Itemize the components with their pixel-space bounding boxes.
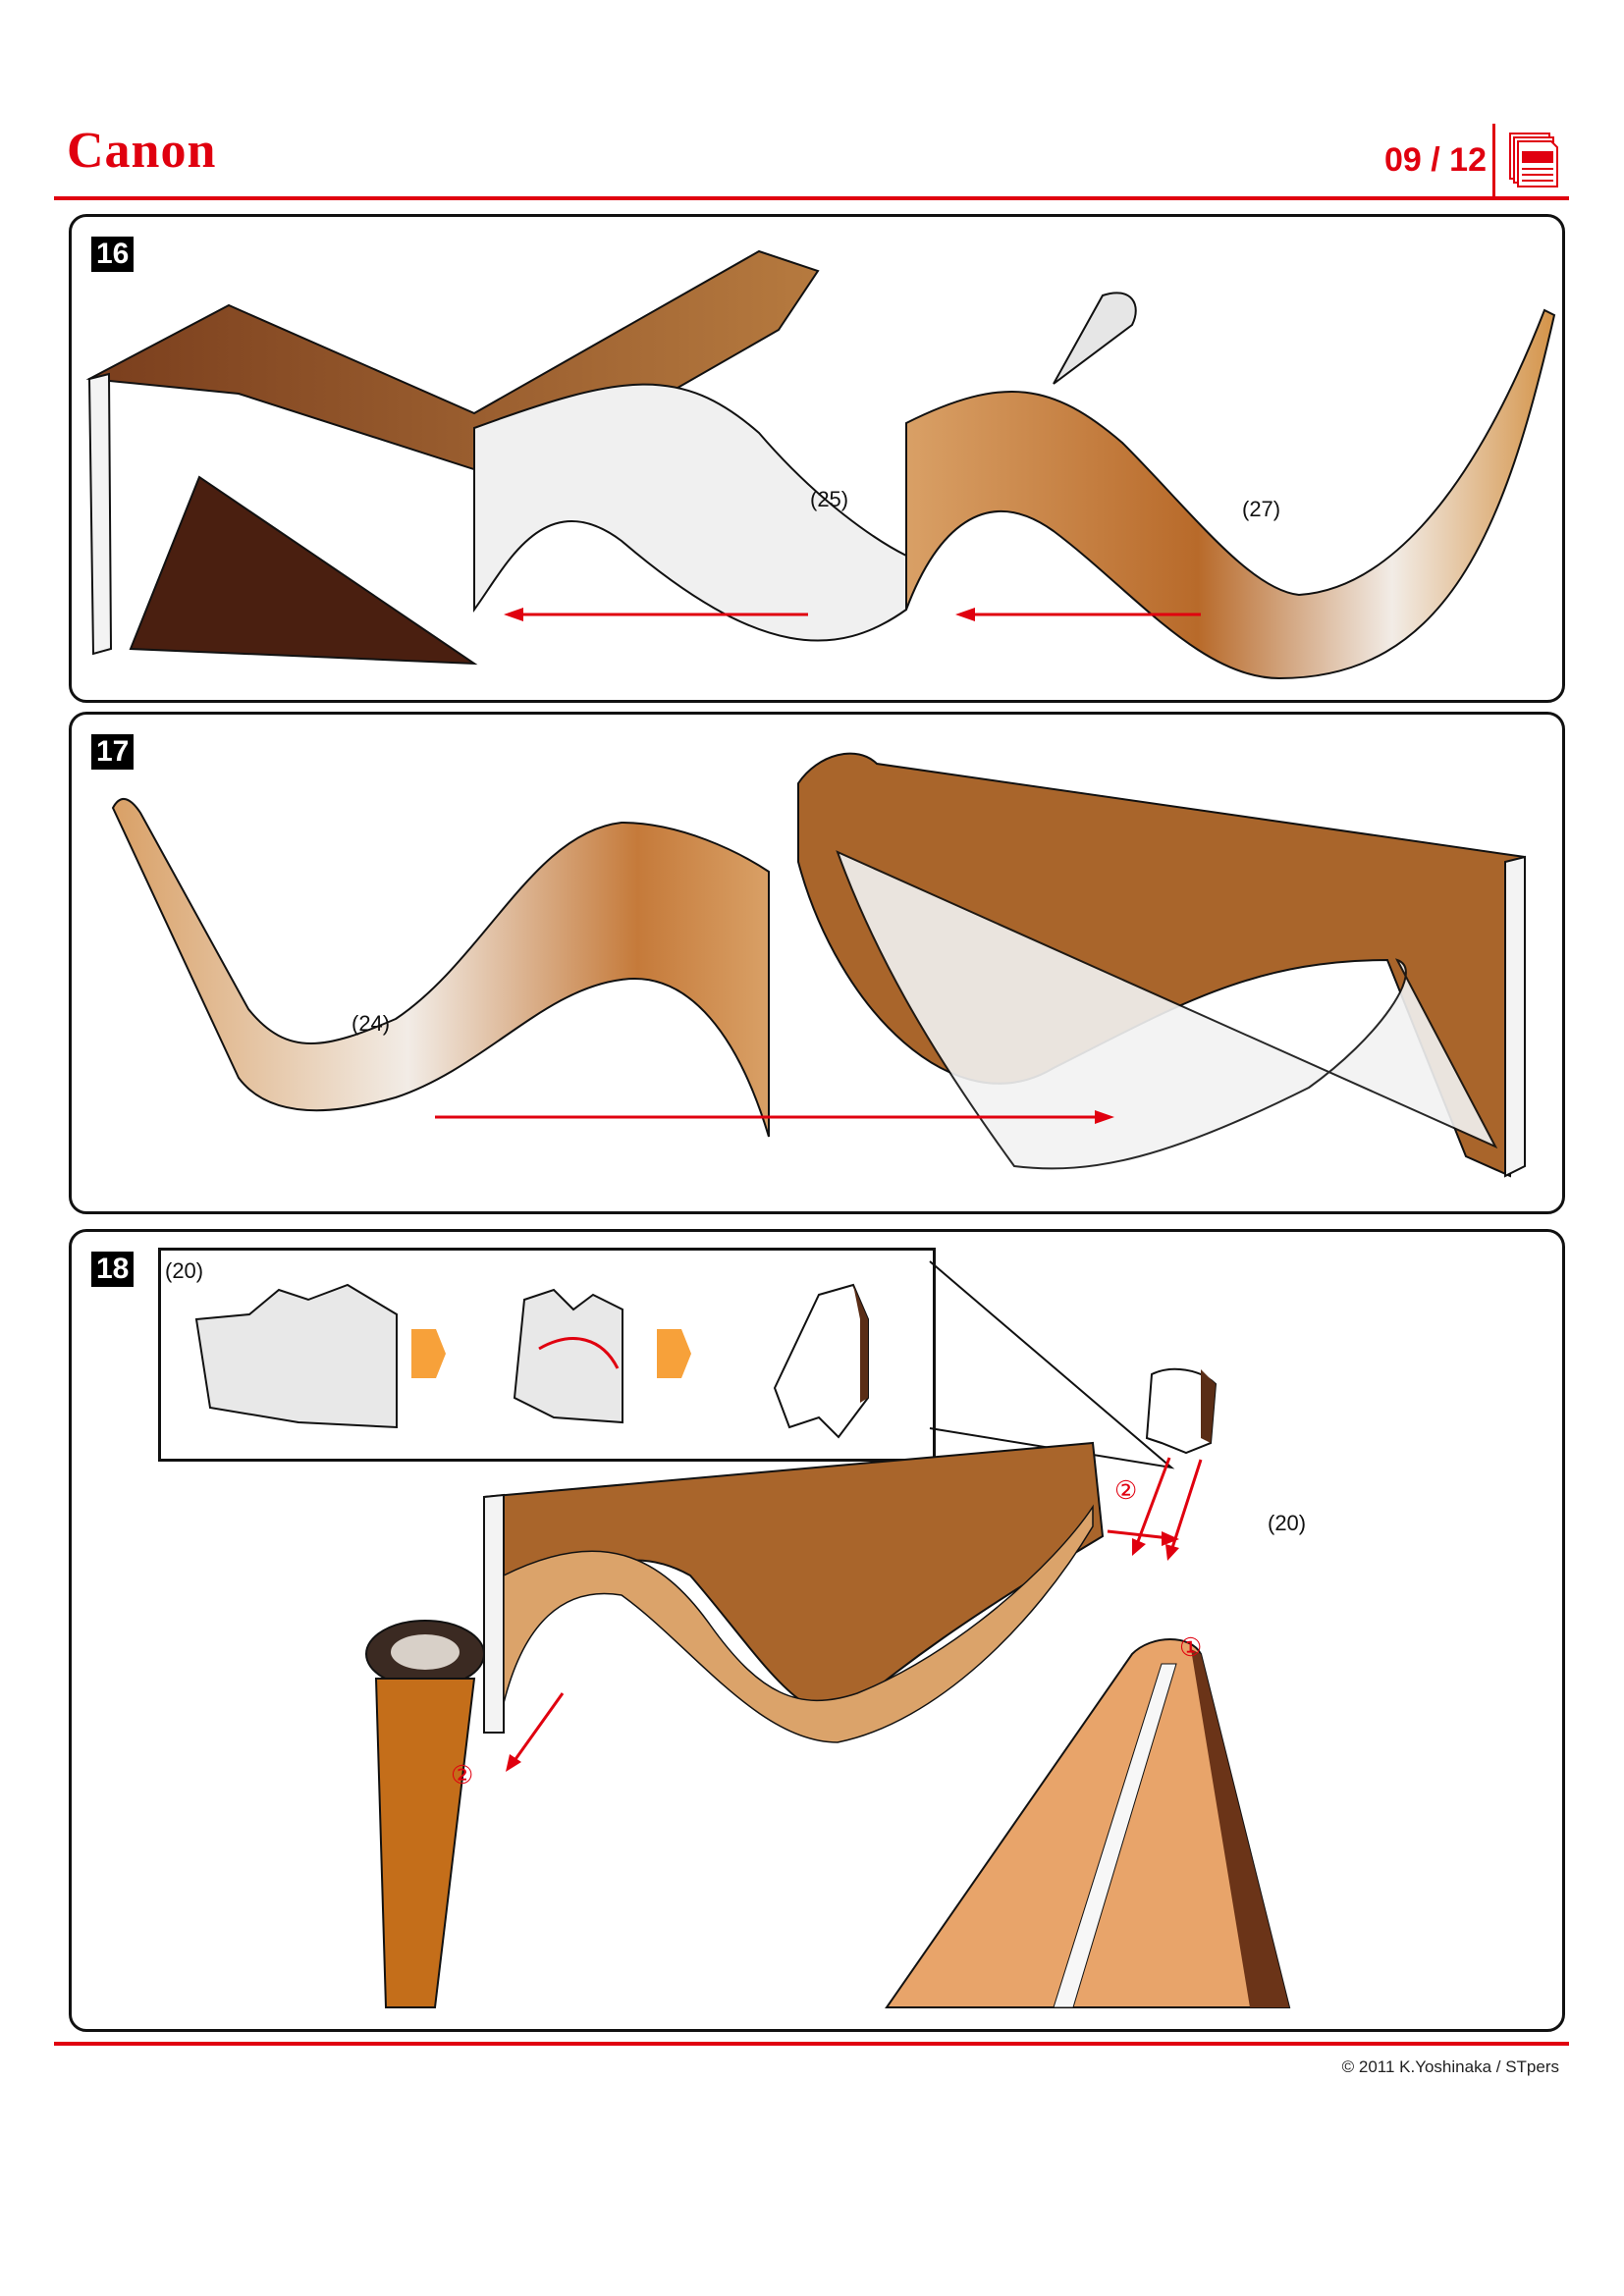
copyright-text: © 2011 K.Yoshinaka / STpers <box>1341 2057 1559 2076</box>
footer-rule <box>54 2042 1569 2046</box>
step-marker-2-left: ② <box>451 1760 474 1789</box>
step-number-badge: 18 <box>91 1252 135 1287</box>
step-marker-1: ① <box>1179 1632 1203 1662</box>
harp-final-assembly-illustration <box>365 1260 1291 2008</box>
part-label-24: (24) <box>352 1011 391 1036</box>
canon-logo: Canon <box>67 123 217 179</box>
step-number-badge: 17 <box>91 734 135 770</box>
inset-part-label-20: (20) <box>165 1258 204 1283</box>
part-20-folding-inset: (20) <box>158 1248 936 1462</box>
step-18-panel: 18 (20) ② ① ② (20 <box>69 1229 1565 2032</box>
document-stack-icon <box>1509 133 1558 187</box>
harp-soundboard-assembly-illustration <box>111 752 1527 1178</box>
part-20-folding-sequence <box>194 1283 869 1439</box>
harp-neck-assembly-illustration <box>85 249 1556 680</box>
page-indicator: 09 / 12 <box>1384 141 1487 179</box>
header-rule <box>54 196 1569 200</box>
part-label-27: (27) <box>1242 497 1281 521</box>
header-divider <box>1492 124 1495 200</box>
part-label-20: (20) <box>1268 1511 1307 1535</box>
part-label-25: (25) <box>810 487 849 511</box>
step-16-panel: 16 (25) (27) <box>69 214 1565 703</box>
step-number-badge: 16 <box>91 237 135 272</box>
step-17-panel: 17 (24) <box>69 712 1565 1214</box>
step-marker-2-top: ② <box>1114 1475 1138 1505</box>
